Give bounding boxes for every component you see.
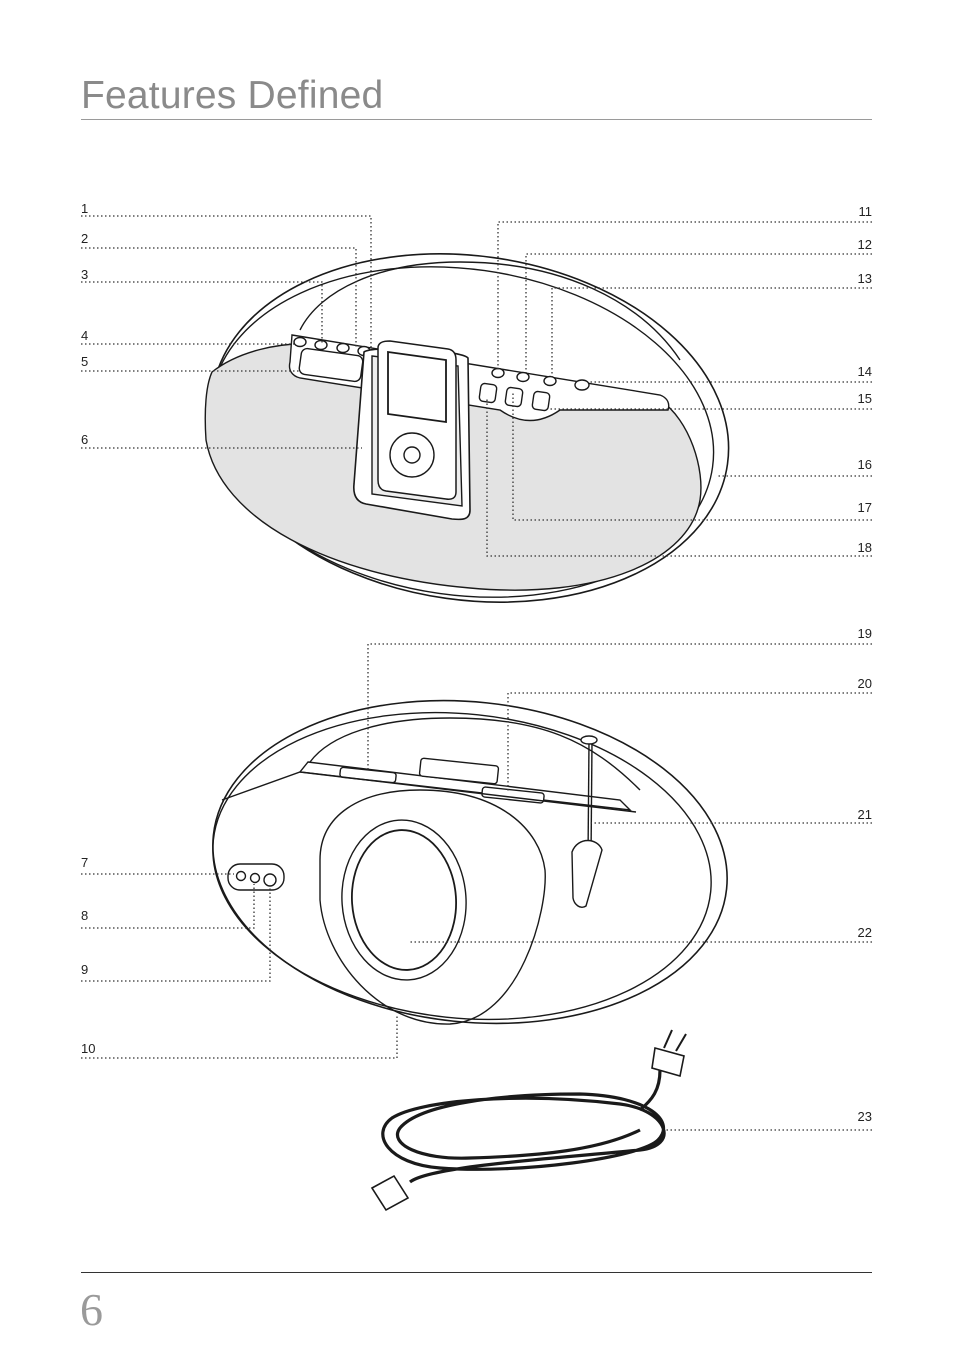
dock-connector: [418, 757, 500, 785]
appliance-connector: [370, 1174, 410, 1212]
callout-6: 6: [81, 432, 88, 447]
left-control-buttons: [293, 336, 371, 357]
callout-13: 13: [858, 271, 872, 286]
rear-bass-port-housing: [319, 789, 546, 1025]
ac-plug: [651, 1046, 685, 1078]
callout-22: 22: [858, 925, 872, 940]
page-number: 6: [80, 1284, 103, 1335]
rear-bass-port-ring: [341, 819, 467, 981]
ac-power-cord: [370, 1029, 687, 1212]
callout-20: 20: [858, 676, 872, 691]
callout-16: 16: [858, 457, 872, 472]
callout-12: 12: [858, 237, 872, 252]
callout-leaders: [81, 215, 872, 1131]
callout-2: 2: [81, 231, 88, 246]
callout-21: 21: [858, 807, 872, 822]
callout-3: 3: [81, 267, 88, 282]
rear-jack-panel: [227, 863, 285, 891]
callout-14: 14: [858, 364, 872, 379]
footer-divider: [81, 1272, 872, 1273]
front-view-unit: [204, 253, 730, 603]
rear-view-unit: [212, 699, 728, 1025]
callout-11: 11: [859, 204, 873, 219]
callout-15: 15: [858, 391, 872, 406]
rear-shell-inner: [212, 711, 712, 1021]
page-title: Features Defined: [81, 74, 384, 117]
callout-19: 19: [858, 626, 872, 641]
callout-7: 7: [81, 855, 88, 870]
rear-dock-hood: [309, 717, 641, 791]
callout-5: 5: [81, 354, 88, 369]
ipod-center-button: [403, 446, 421, 464]
ipod-screen: [387, 350, 447, 424]
rear-panel-edge: [221, 771, 637, 813]
callout-8: 8: [81, 908, 88, 923]
callout-17: 17: [858, 500, 872, 515]
callout-4: 4: [81, 328, 88, 343]
title-divider: [81, 119, 872, 120]
fm-antenna: [571, 735, 603, 908]
dock-hood: [299, 261, 681, 361]
lcd-display: [298, 347, 364, 383]
callout-23: 23: [858, 1109, 872, 1124]
callout-10: 10: [81, 1041, 95, 1056]
callout-1: 1: [81, 201, 88, 216]
rear-shell-outer: [212, 699, 728, 1025]
callout-labels: 1 2 3 4 5 6 7 8 9 10 11 12 13 14 15 16 1…: [81, 201, 872, 1124]
right-control-buttons: [478, 367, 590, 412]
callout-9: 9: [81, 962, 88, 977]
callout-18: 18: [858, 540, 872, 555]
rear-bass-port: [350, 829, 458, 971]
